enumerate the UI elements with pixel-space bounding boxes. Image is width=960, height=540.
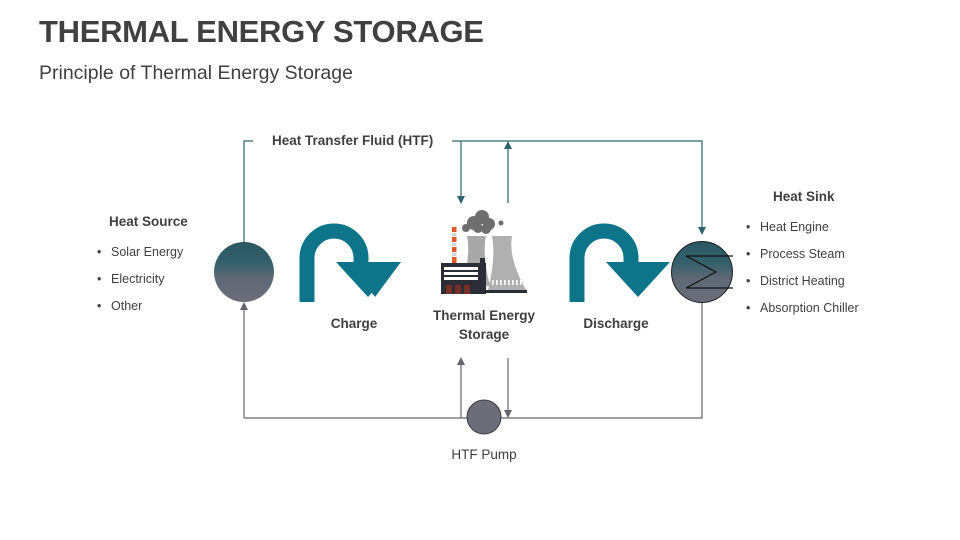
heat-sink-list: Heat Engine Process Steam District Heati… [746, 219, 859, 327]
heat-source-item: Other [97, 298, 183, 325]
htf-line-top [452, 140, 706, 235]
htf-label: Heat Transfer Fluid (HTF) [272, 133, 434, 148]
chimney-icon [452, 227, 457, 263]
thermal-storage-label-line2: Storage [458, 327, 510, 342]
heat-source-list: Solar Energy Electricity Other [97, 244, 183, 325]
charge-arrow-icon [299, 223, 401, 302]
thermal-storage-label: Thermal Energy Storage [424, 306, 544, 344]
heat-sink-item: District Heating [746, 273, 859, 300]
heat-source-title: Heat Source [109, 214, 188, 229]
heat-source-item: Electricity [97, 271, 183, 298]
discharge-label: Discharge [583, 316, 649, 331]
htf-pump-circle [466, 399, 502, 435]
htf-line-left [243, 140, 253, 242]
htf-pump-label: HTF Pump [451, 447, 517, 462]
heat-sink-title: Heat Sink [773, 189, 835, 204]
heat-source-item: Solar Energy [97, 244, 183, 271]
heat-sink-item: Heat Engine [746, 219, 859, 246]
smoke-icon [462, 210, 504, 234]
charge-label: Charge [330, 316, 378, 331]
page-subtitle: Principle of Thermal Energy Storage [39, 62, 353, 84]
htf-top-loop [243, 140, 706, 242]
cooling-tower-front [488, 236, 526, 290]
discharge-arrow-icon [569, 223, 670, 302]
htf-bottom-loop [240, 302, 703, 419]
heat-sink-item: Process Steam [746, 246, 859, 273]
heat-sink-item: Absorption Chiller [746, 300, 859, 327]
page-title: THERMAL ENERGY STORAGE [39, 14, 484, 49]
thermal-storage-plant-icon [441, 210, 527, 294]
heat-exchanger-icon [671, 241, 733, 303]
heat-source-circle [214, 242, 274, 302]
thermal-storage-label-line1: Thermal Energy [432, 308, 536, 323]
